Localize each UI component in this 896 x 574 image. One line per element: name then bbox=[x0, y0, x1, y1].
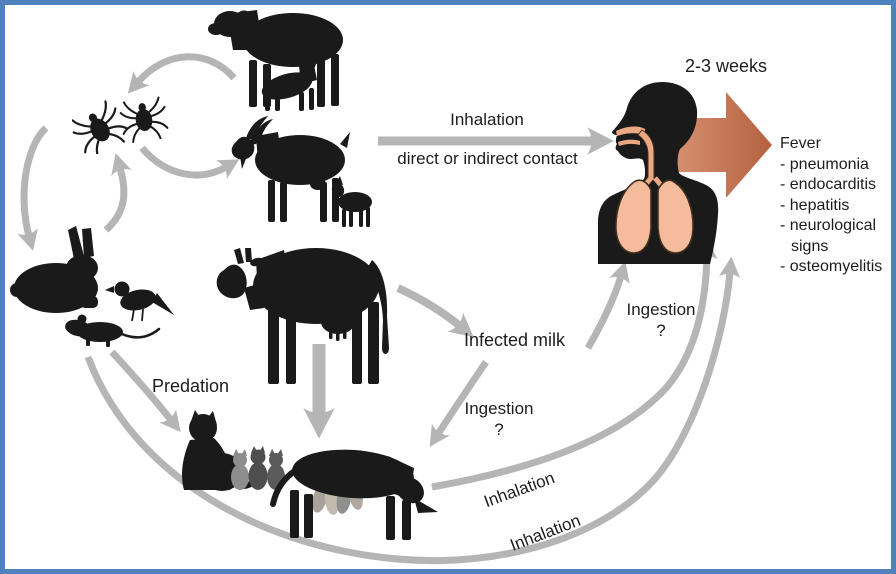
symptom-fever: Fever bbox=[780, 135, 821, 152]
dog-with-puppies-icon bbox=[270, 449, 438, 540]
symptom-pneumonia: - pneumonia bbox=[780, 155, 869, 173]
arrow-ticks-to-goat bbox=[139, 145, 240, 179]
goat-with-kid-icon bbox=[231, 116, 372, 227]
symptom-hepatitis: - hepatitis bbox=[780, 196, 850, 214]
sheep-with-lamb-icon bbox=[208, 10, 343, 111]
arrow-ticks-to-wildlife bbox=[17, 125, 49, 251]
label-ingestion-human: Ingestion ? bbox=[614, 300, 708, 341]
incubation-arrow-icon bbox=[674, 92, 772, 198]
cow-icon bbox=[216, 248, 389, 384]
label-predation: Predation bbox=[152, 376, 230, 396]
arrow-dog-to-human-inhalation bbox=[431, 238, 718, 491]
ingestion-animal-text: Ingestion bbox=[464, 399, 534, 418]
symptom-signs: signs bbox=[791, 237, 829, 255]
cat-with-kittens-icon bbox=[182, 410, 285, 491]
label-inhalation-top: Inhalation bbox=[450, 110, 524, 129]
label-infected-milk: Infected milk bbox=[464, 330, 566, 350]
arrow-milk-to-dog-ingestion bbox=[429, 360, 489, 447]
ticks-icon bbox=[72, 96, 169, 154]
human-respiratory-icon bbox=[598, 82, 719, 264]
ingestion-human-text: Ingestion bbox=[626, 300, 696, 319]
arrow-predation bbox=[109, 349, 181, 433]
symptom-endocarditis: - endocarditis bbox=[780, 176, 877, 193]
label-incubation: 2-3 weeks bbox=[684, 56, 768, 76]
ingestion-human-question: ? bbox=[656, 321, 666, 340]
arrow-sheep-to-ticks bbox=[127, 53, 237, 94]
arrow-wildlife-to-human-inhalation bbox=[84, 256, 741, 565]
arrow-cow-to-infected-milk bbox=[396, 284, 474, 338]
symptoms-list: Fever - pneumonia - endocarditis - hepat… bbox=[780, 134, 882, 278]
label-ingestion-animal: Ingestion ? bbox=[450, 399, 548, 440]
label-direct-indirect-contact: direct or indirect contact bbox=[397, 149, 578, 168]
symptom-neurological: - neurological bbox=[780, 217, 877, 234]
arrow-milk-to-human-ingestion bbox=[584, 261, 630, 350]
wildlife-icons bbox=[10, 226, 174, 347]
ingestion-animal-question: ? bbox=[494, 420, 504, 439]
symptom-osteomyelitis: - osteomyelitis bbox=[780, 258, 883, 275]
arrow-wildlife-to-ticks bbox=[103, 153, 132, 233]
